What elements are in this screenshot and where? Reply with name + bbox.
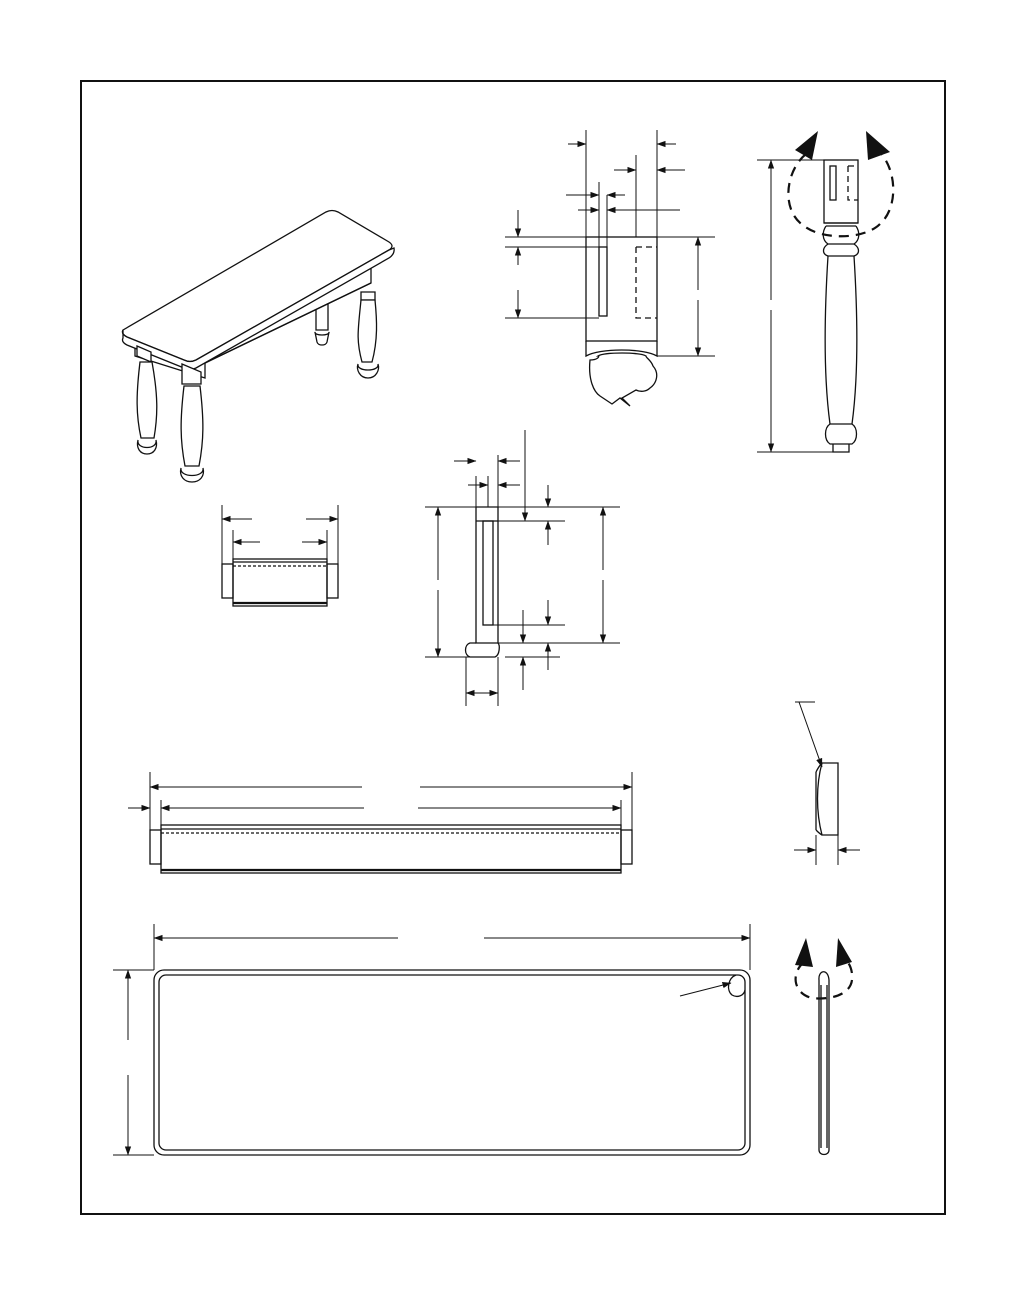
bench-top-edge — [121, 247, 395, 371]
leg-top-mortise-detail — [505, 130, 715, 407]
near-leg-front — [179, 363, 205, 483]
short-apron-view — [221, 505, 339, 607]
long-apron-view — [128, 772, 633, 874]
edge-rotation-arrow-icon — [794, 959, 854, 1000]
rotation-arrow-icon — [787, 149, 895, 238]
far-leg-right — [356, 291, 380, 379]
isometric-bench-view — [121, 209, 395, 483]
bench-top-edge-section — [794, 938, 854, 1156]
turned-leg-view — [757, 131, 895, 453]
edge-profile-detail — [794, 701, 860, 865]
apron-end-section — [425, 430, 620, 706]
bench-top-plan — [113, 924, 751, 1156]
sheet-border — [80, 80, 946, 1215]
near-leg-left — [136, 345, 158, 455]
